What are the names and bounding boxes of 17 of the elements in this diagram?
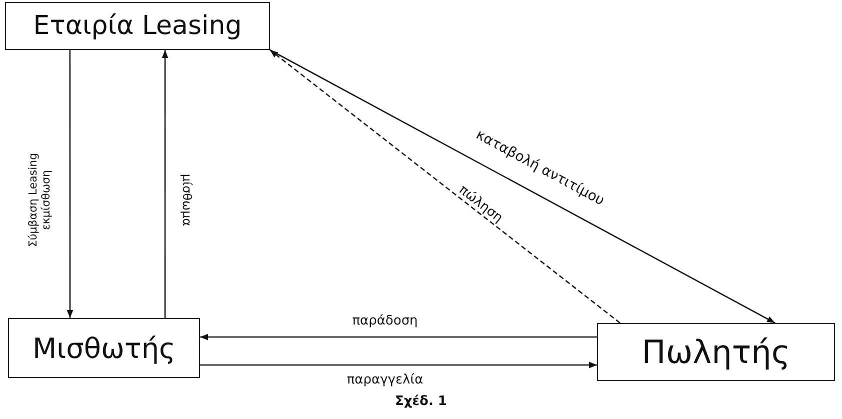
box-label: Μισθωτής [32, 332, 176, 364]
edge-label: Σύμβαση Leasing εκμίσθωση [27, 152, 53, 250]
figure-caption: Σχέδ. 1 [394, 394, 448, 409]
edge-label: μίσθωμα [179, 174, 193, 226]
entity-box [597, 323, 835, 381]
box-label: Πωλητής [642, 333, 790, 371]
entity-box [8, 318, 200, 378]
arrow [162, 50, 168, 318]
arrow [270, 49, 620, 324]
box-label: Εταιρία Leasing [33, 11, 242, 41]
edge-label: παραγγελία [346, 374, 424, 388]
edge-label: παράδοση [352, 314, 418, 330]
arrow [270, 49, 776, 324]
entity-box [5, 2, 270, 50]
arrow [200, 334, 597, 340]
arrow [200, 362, 597, 368]
arrow [66, 50, 74, 318]
